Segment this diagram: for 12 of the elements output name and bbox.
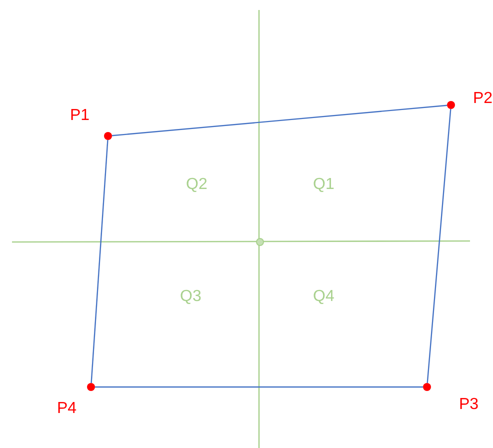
quadrant-label: Q2	[186, 176, 208, 194]
point-label: P1	[70, 107, 90, 125]
connector-line	[90, 140, 108, 384]
point-label: P2	[473, 90, 493, 108]
connector-line	[112, 104, 448, 136]
point-label: P4	[57, 400, 77, 418]
quadrant-label: Q1	[313, 176, 334, 194]
connector-line	[95, 386, 423, 388]
quadrant-label: Q3	[180, 288, 202, 306]
quadrant-label: Q4	[313, 288, 334, 306]
point-label: P3	[459, 396, 479, 414]
connector-line	[426, 108, 452, 384]
